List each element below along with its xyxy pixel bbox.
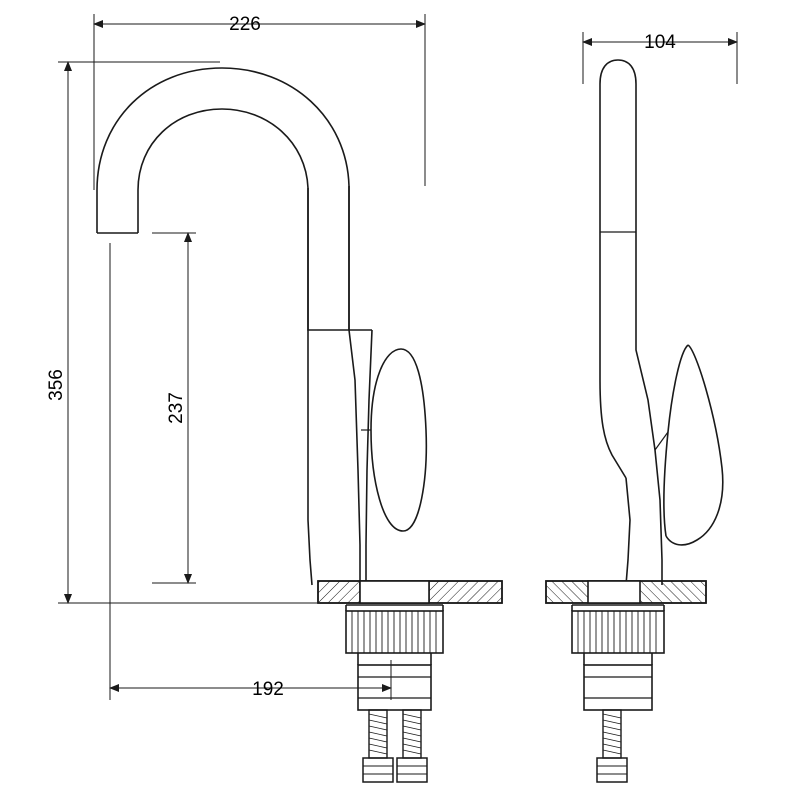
side-mounting-nut [571, 610, 665, 654]
side-handle-joint [654, 431, 669, 451]
dimension-spout-height [152, 232, 196, 584]
side-supply-hose [596, 709, 628, 783]
front-view [96, 67, 503, 783]
deck-plate-center [359, 580, 430, 604]
mounting-nut [345, 610, 444, 654]
spout-outer-contour [96, 67, 350, 330]
side-handle-inner [663, 344, 689, 537]
dimension-depth-top [582, 32, 738, 84]
dimension-spout-reach [109, 243, 392, 700]
side-lower-shank [583, 664, 653, 711]
body-right-contour [348, 186, 361, 585]
side-body-right [635, 232, 663, 585]
body-left-contour [307, 188, 372, 331]
dimension-label-237: 237 [166, 392, 187, 424]
side-mounting-nut-knurl [577, 611, 657, 653]
supply-hose-left [362, 709, 394, 783]
side-body-left [599, 232, 627, 479]
body-left-lower [365, 329, 373, 585]
dimension-label-226: 226 [229, 14, 261, 35]
supply-hose-right [396, 709, 428, 783]
side-view [545, 59, 724, 783]
dimension-label-192: 192 [252, 679, 284, 700]
dimension-width-top [93, 14, 426, 190]
mounting-nut-knurl [351, 611, 437, 653]
spout-inner-contour [137, 108, 309, 330]
side-deck-plate-center [587, 580, 641, 604]
dimension-label-356: 356 [46, 369, 67, 401]
side-body-left-lower [625, 477, 631, 586]
dimension-label-104: 104 [644, 32, 676, 53]
side-spout-top [599, 59, 637, 232]
column-left-edge [307, 330, 313, 586]
dimension-total-height [58, 61, 318, 604]
side-handle-lever [665, 344, 724, 546]
handle-lever [370, 348, 428, 532]
